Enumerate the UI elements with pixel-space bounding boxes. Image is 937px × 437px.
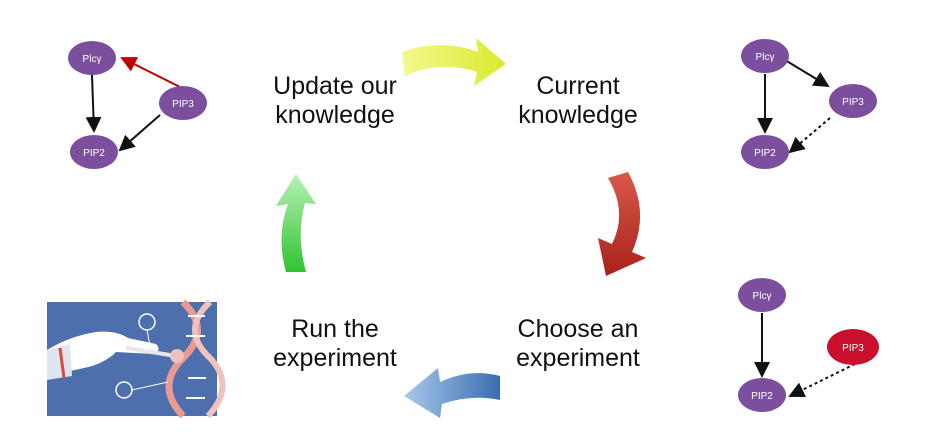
pip3-node (829, 84, 877, 118)
lab-experiment-illustration (47, 299, 226, 419)
pip3-intervened-node (827, 329, 879, 365)
pip2-node (70, 135, 118, 169)
experiment-graph: Plcγ PIP3 PIP2 (738, 278, 879, 412)
blue-cycle-arrow (404, 368, 500, 418)
pip2-node (741, 135, 789, 169)
pip3-node (159, 86, 207, 120)
green-cycle-arrow (276, 174, 316, 272)
pip2-node-label: PIP2 (83, 148, 105, 159)
yellow-cycle-arrow (402, 38, 506, 86)
pip3-node-label: PIP3 (172, 99, 194, 110)
pip3-node-label: PIP3 (842, 343, 864, 354)
pip2-node-label: PIP2 (751, 391, 773, 402)
plcg-node (741, 39, 789, 73)
red-cycle-arrow (598, 172, 646, 276)
plcg-node-label: Plcγ (753, 291, 772, 302)
pip3-node-label: PIP3 (842, 97, 864, 108)
updated-knowledge-graph: Plcγ PIP3 PIP2 (68, 41, 207, 169)
plcg-node-label: Plcγ (756, 52, 775, 63)
current-knowledge-graph: Plcγ PIP3 PIP2 (741, 39, 877, 169)
pip2-node (738, 378, 786, 412)
pip2-node-label: PIP2 (754, 148, 776, 159)
plcg-node (738, 278, 786, 312)
plcg-node (68, 41, 116, 75)
plcg-node-label: Plcγ (83, 54, 102, 65)
